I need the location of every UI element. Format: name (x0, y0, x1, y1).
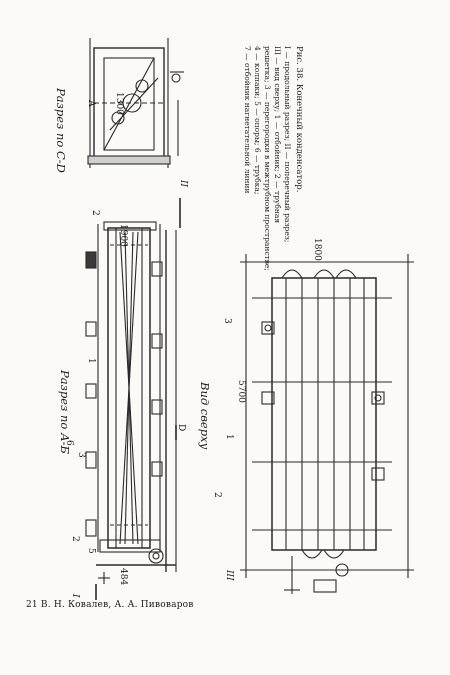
section-title-top: Вид сверху (198, 382, 212, 450)
callout-3: 3 (76, 452, 86, 458)
caption-line-6: 7 — отбойник нагнетательной линии (243, 46, 252, 194)
dimension-cd: 1300 (114, 92, 124, 115)
section-cut-lines (95, 198, 181, 600)
caption-line-5: 4 — колпаки; 5 — опоры; 6 — трубка; (253, 46, 262, 195)
section-cd-drawing (87, 38, 184, 168)
callout-2-top-view: 2 (212, 492, 222, 498)
section-ab-drawing (85, 221, 177, 584)
roman-numeral-iii: III (224, 570, 234, 581)
roman-numeral-ii: II (178, 180, 188, 188)
callout-1: 1 (86, 358, 96, 364)
callout-a: А (86, 100, 96, 107)
top-view-drawing (240, 254, 414, 594)
callout-6: 6 (64, 440, 74, 446)
callout-1-top-view: 1 (224, 434, 234, 440)
section-title-cd: Разрез по С-D (54, 88, 68, 173)
callout-3-top-view: 3 (222, 318, 232, 324)
caption-line-1: Рис. 38. Конечный конденсатор. (294, 46, 304, 193)
caption-line-2: I — продольный разрез; II — поперечный р… (283, 46, 292, 243)
callout-5: 5 (86, 548, 96, 554)
callout-d: D (176, 424, 186, 432)
callout-2: 2 (90, 210, 100, 216)
dimension-top-total: 5700 (236, 380, 246, 403)
dimension-ab-right: 484 (118, 568, 128, 586)
page-footer: 21 В. Н. Ковалев, А. А. Пивоваров (26, 600, 194, 610)
roman-numeral-i: I (70, 594, 80, 598)
dimension-top-right: 1800 (312, 238, 322, 261)
dimension-ab-left: 1900 (118, 224, 128, 247)
caption-line-3: III — вид сверху; 1 — отбойник; 2 — труб… (273, 46, 282, 224)
callout-2-bottom: 2 (70, 536, 80, 542)
caption-line-4: решетка; 3 — перегородки в межтрубном пр… (263, 46, 272, 271)
